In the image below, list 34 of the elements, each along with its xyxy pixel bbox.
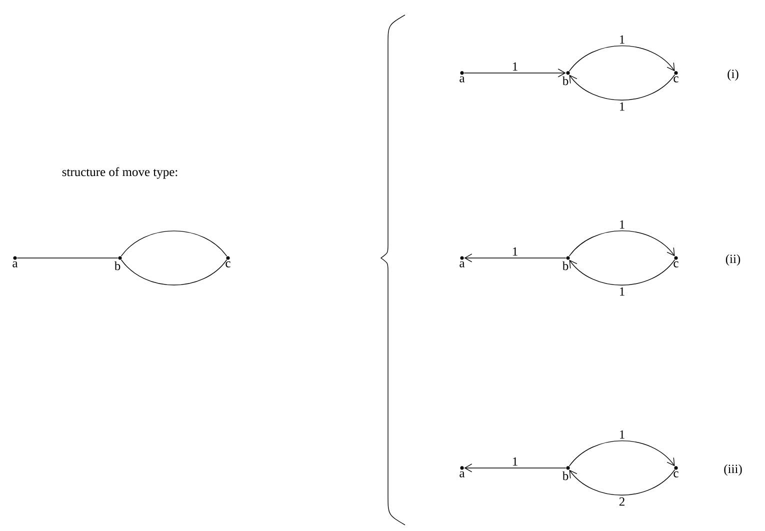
- edge-label: 1: [620, 102, 624, 111]
- arrow: [568, 230, 675, 257]
- arrow: [569, 469, 676, 496]
- edge-label: 1: [512, 62, 518, 71]
- vertex-label: c: [674, 261, 678, 268]
- vertex-label: b: [562, 76, 568, 86]
- arrow: [464, 254, 566, 262]
- vertex-label: a: [12, 261, 18, 268]
- edge-label: 1: [620, 220, 624, 229]
- vertex-label: a: [460, 471, 465, 478]
- vertex-label: c: [226, 261, 230, 268]
- vertex-label: c: [674, 471, 678, 478]
- edge-label: 1: [620, 35, 624, 44]
- vertex-label: a: [460, 76, 465, 82]
- heading-text: structure of move type:: [62, 167, 178, 179]
- case-label: (i): [728, 69, 738, 81]
- edge-label: 1: [512, 457, 518, 466]
- arrow: [464, 68, 566, 78]
- vertex-label: a: [460, 261, 465, 268]
- arrow: [569, 259, 676, 286]
- vertex-label: b: [562, 261, 568, 270]
- case-label: (ii): [726, 254, 740, 266]
- arrow: [568, 45, 675, 72]
- vertex-label: c: [674, 76, 678, 82]
- vertex-label: b: [114, 261, 120, 270]
- edge-label: 2: [619, 497, 624, 506]
- case-label: (iii): [724, 464, 742, 476]
- arrow: [568, 440, 675, 467]
- edge-label: 1: [620, 430, 624, 439]
- arrow: [464, 464, 566, 472]
- edge-label: 1: [620, 287, 624, 296]
- edge-label: 1: [512, 247, 518, 256]
- arrow: [569, 74, 676, 100]
- vertex-label: b: [562, 471, 568, 480]
